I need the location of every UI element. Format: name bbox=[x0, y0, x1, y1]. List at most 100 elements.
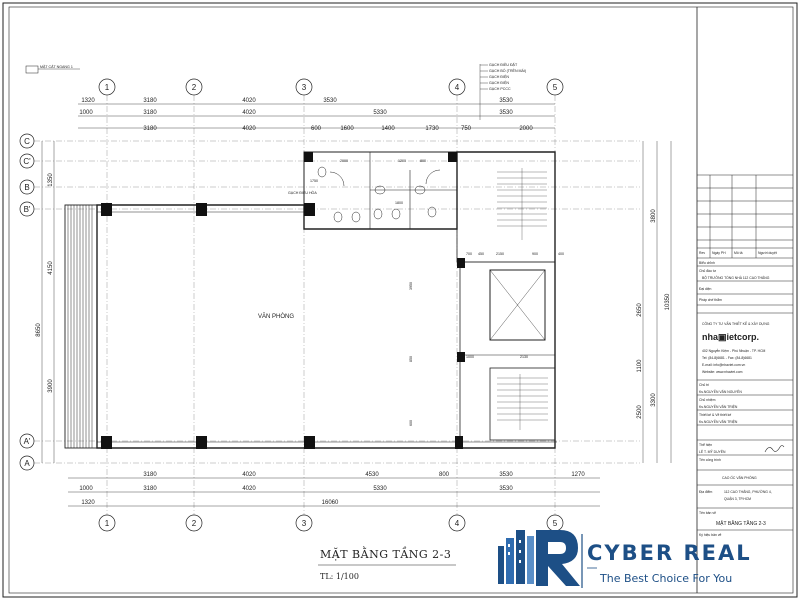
right-dim-1: 3800 bbox=[651, 209, 657, 223]
top-dimensions bbox=[78, 103, 555, 129]
int-dim-4: 800 bbox=[420, 159, 426, 163]
interior-dimensions: 2000 1750 1200 800 1800 700 450 2150 900… bbox=[288, 159, 564, 426]
section-mark: MẶT CẮT NGANG 1 bbox=[25, 64, 80, 74]
bot-dim-2-4: 5330 bbox=[373, 486, 387, 492]
logo-building-icon bbox=[498, 530, 580, 586]
tb-company-phone: Tel: (84-8)6681 - Fax: (84-8)6681 bbox=[702, 356, 752, 360]
top-dim-3-h: 2000 bbox=[519, 126, 533, 132]
top-dim-2-4: 5330 bbox=[373, 110, 387, 116]
bot-dim-2-3: 4020 bbox=[242, 486, 256, 492]
tb-company-address: 402 Nguyễn Kiệm - Phú Nhuận - TP. HCM bbox=[702, 348, 766, 353]
stair-treads bbox=[497, 168, 548, 430]
tb-rev-header: Rev bbox=[699, 251, 705, 255]
top-dim-1-4: 3530 bbox=[323, 98, 337, 104]
tb-approver-header: Người duyệt bbox=[758, 251, 777, 255]
int-dim-10: 400 bbox=[558, 252, 564, 256]
tb-lead-value: Ks.NGUYỄN VĂN NGUYÊN bbox=[699, 389, 742, 394]
tb-legal-label: Pháp chế thẩm bbox=[699, 298, 722, 302]
int-dim-7: 450 bbox=[478, 252, 484, 256]
grid-col-3-bottom: 3 bbox=[302, 519, 307, 528]
right-dim-5: 2650 bbox=[637, 303, 643, 317]
tb-owner-label: Chủ đầu tư bbox=[699, 269, 717, 273]
grid-row-b: B bbox=[24, 183, 29, 192]
top-dim-3-b: 4020 bbox=[242, 126, 256, 132]
drawing-scale: TL: 1/100 bbox=[320, 572, 359, 581]
grid-row-a: A bbox=[24, 459, 30, 468]
int-dim-1: 2000 bbox=[340, 159, 348, 163]
top-dim-3-e: 1400 bbox=[381, 126, 395, 132]
bot-dim-1-5: 3530 bbox=[499, 472, 513, 478]
grid-col-1-bottom: 1 bbox=[105, 519, 110, 528]
logo-tagline: The Best Choice For You bbox=[599, 572, 732, 585]
tb-project-value: CAO ỐC VĂN PHÒNG bbox=[722, 475, 757, 480]
top-notes: GẠCH ĐIỀU ĐẶT GẠCH BỐ (TRÊN MÁI) GẠCH ĐI… bbox=[479, 62, 526, 120]
grid-col-2-bottom: 2 bbox=[192, 519, 197, 528]
tb-manager-value: Ks.NGUYỄN VĂN TRIỆN bbox=[699, 404, 738, 409]
right-dim-4: 3300 bbox=[651, 393, 657, 407]
bot-dim-2-1: 1000 bbox=[79, 486, 93, 492]
int-dim-14: 850 bbox=[409, 356, 413, 362]
logo-brand-text: CYBER REAL bbox=[587, 541, 752, 565]
grid-col-3-top: 3 bbox=[302, 83, 307, 92]
top-dim-2-2: 3180 bbox=[143, 110, 157, 116]
right-dim-2: 10350 bbox=[665, 293, 671, 310]
structural-columns bbox=[101, 152, 465, 449]
tb-company-email: E-mail: info@nhaviet.com.vn bbox=[702, 363, 745, 367]
signature-mark bbox=[764, 445, 785, 453]
int-dim-5: 1800 bbox=[395, 201, 403, 205]
grid-row-b-prime: B' bbox=[24, 205, 31, 214]
left-dim-outer: 8650 bbox=[36, 323, 42, 337]
tb-lead-label: Chủ trì bbox=[699, 383, 709, 387]
top-dim-2-3: 4020 bbox=[242, 110, 256, 116]
room-label: VĂN PHÒNG bbox=[258, 313, 294, 320]
tb-location-label: Địa điểm bbox=[699, 490, 713, 494]
grid-bubbles-bottom: 1 2 3 4 5 bbox=[98, 514, 564, 532]
int-dim-13: 3950 bbox=[409, 282, 413, 290]
grid-col-1-top: 1 bbox=[105, 83, 110, 92]
bot-dim-1-6: 1270 bbox=[571, 472, 585, 478]
top-dim-1-1: 1320 bbox=[81, 98, 95, 104]
grid-col-2-top: 2 bbox=[192, 83, 197, 92]
drawing-title: MẶT BẰNG TẦNG 2-3 bbox=[320, 546, 451, 561]
grid-row-a-prime: A' bbox=[24, 437, 31, 446]
tb-desc-header: Mô tả bbox=[734, 251, 743, 255]
tb-designer-label: Thiết kế & Vẽ thiết kế bbox=[699, 413, 731, 417]
top-dim-1-3: 4020 bbox=[242, 98, 256, 104]
small-annotation: GẠCH ĐIỀU HÒA bbox=[288, 190, 317, 195]
bot-dim-1-1: 3180 bbox=[143, 472, 157, 478]
top-dim-3-f: 1730 bbox=[425, 126, 439, 132]
tb-sheet-no-label: Ký hiệu bản vẽ bbox=[699, 533, 722, 537]
tb-drafter-value: LÊ T. MỸ DUYÊN bbox=[699, 449, 726, 454]
tb-company-web: Website: www.nhaviet.com bbox=[702, 370, 743, 374]
tb-designer-value: Ks.NGUYỄN VĂN TRIỆN bbox=[699, 419, 738, 424]
tb-adjust: Biểu chỉnh bbox=[699, 261, 715, 265]
grid-col-4-bottom: 4 bbox=[455, 519, 460, 528]
tb-project-label: Tên công trình bbox=[699, 458, 721, 462]
bot-dim-1-4: 800 bbox=[439, 472, 450, 478]
cyber-real-logo: CYBER REAL The Best Choice For You bbox=[498, 530, 752, 588]
top-dim-2-5: 3530 bbox=[499, 110, 513, 116]
int-dim-2: 1750 bbox=[310, 179, 318, 183]
sheet-inner-border bbox=[8, 6, 794, 594]
tb-sheet-label: Tên bản vẽ bbox=[699, 511, 716, 515]
grid-col-5-bottom: 5 bbox=[553, 519, 558, 528]
tb-owner-value: BỘ TRƯỞNG TỔNG NHÀ 112 CAO THẮNG bbox=[702, 275, 770, 280]
bot-dim-1-3: 4530 bbox=[365, 472, 379, 478]
tb-drafter-label: Thể hiện bbox=[699, 443, 712, 447]
bot-dim-2-5: 3530 bbox=[499, 486, 513, 492]
grid-col-5-top: 5 bbox=[553, 83, 558, 92]
int-dim-15: 600 bbox=[409, 420, 413, 426]
note-4: GẠCH ĐIỆN bbox=[489, 80, 509, 85]
tb-location-value-1: 112 CAO THẮNG, PHƯỜNG 4, bbox=[724, 489, 772, 494]
int-dim-9: 900 bbox=[532, 252, 538, 256]
int-dim-6: 700 bbox=[466, 252, 472, 256]
note-3: GẠCH ĐIỆN bbox=[489, 74, 509, 79]
top-dim-1-5: 3530 bbox=[499, 98, 513, 104]
int-dim-3: 1200 bbox=[398, 159, 406, 163]
left-dim-3: 3900 bbox=[48, 379, 54, 393]
top-dim-2-1: 1000 bbox=[79, 110, 93, 116]
note-1: GẠCH ĐIỀU ĐẶT bbox=[489, 62, 518, 67]
